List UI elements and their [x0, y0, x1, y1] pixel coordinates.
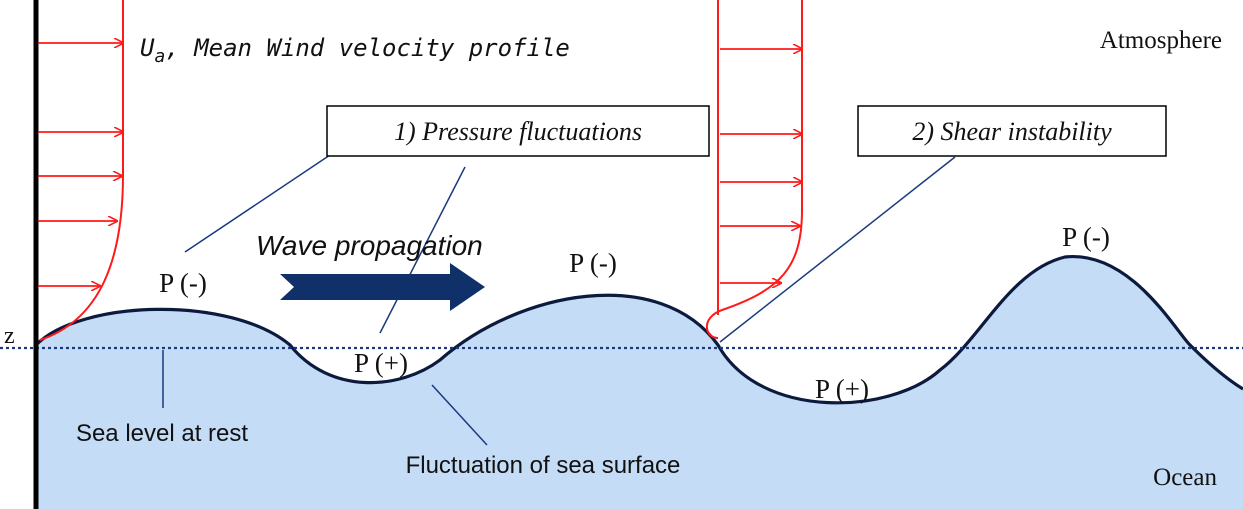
pressure-leader-line-2 [379, 166, 466, 334]
fluctuation-of-sea-surface-label: Fluctuation of sea surface [406, 452, 681, 479]
wind-profile-subscript: a [154, 46, 165, 67]
left-wind-profile [38, 0, 124, 341]
ocean-label: Ocean [1153, 464, 1217, 491]
wave-propagation-label: Wave propagation [256, 230, 483, 261]
right-wind-profile [705, 0, 803, 339]
shear-instability-box [857, 105, 1167, 157]
ocean-area [36, 256, 1243, 509]
pressure-plus-label-2: P (+) [815, 374, 869, 404]
wave-propagation-arrow [280, 263, 485, 311]
pressure-minus-label-2: P (-) [569, 248, 617, 278]
shear-instability-text: 2) Shear instability [912, 117, 1112, 146]
wind-profile-symbol: U [140, 34, 155, 62]
pressure-minus-label-3: P (-) [1062, 222, 1110, 252]
atmosphere-label: Atmosphere [1100, 27, 1222, 54]
shear-instability-callout: 2) Shear instability [857, 105, 1167, 157]
left-wind-profile-curve [39, 0, 124, 341]
pressure-fluctuations-box [326, 105, 710, 157]
shear-leader-line [719, 156, 956, 343]
sea-surface-leader-line [431, 384, 488, 446]
pressure-plus-label-1: P (+) [354, 348, 408, 378]
pressure-leader-line-1 [184, 154, 331, 253]
pressure-fluctuations-callout: 1) Pressure fluctuations [326, 105, 710, 157]
sea-surface-line [34, 255, 1243, 405]
z-axis-label: z [4, 323, 15, 349]
wind-profile-label: Ua, Mean Wind velocity profile [140, 34, 570, 67]
right-wind-profile-curve [705, 0, 803, 339]
wind-profile-text: , Mean Wind velocity profile [165, 34, 570, 62]
pressure-fluctuations-text: 1) Pressure fluctuations [394, 117, 642, 146]
sea-level-at-rest-label: Sea level at rest [76, 420, 248, 447]
pressure-minus-label-1: P (-) [159, 268, 207, 298]
